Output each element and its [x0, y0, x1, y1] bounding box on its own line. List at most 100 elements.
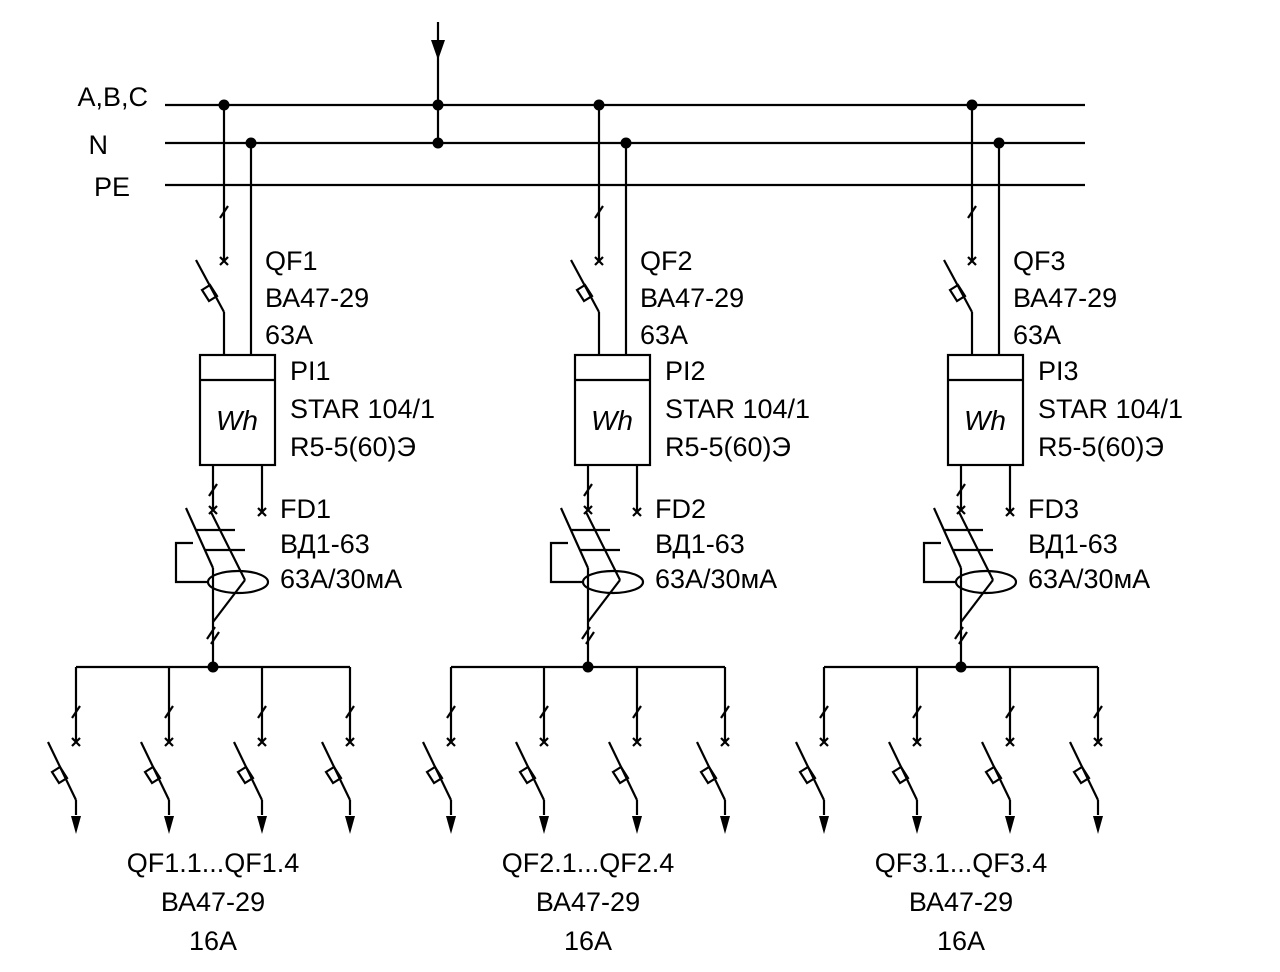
contact-cross — [819, 737, 829, 747]
energy-meter: Wh — [198, 353, 277, 467]
outgoing-breaker-4 — [696, 667, 730, 834]
contact-cross — [1005, 507, 1015, 517]
meter-body — [573, 353, 652, 467]
meter-body — [946, 353, 1025, 467]
breaker-label-0: QF2 — [640, 246, 693, 276]
meter-body — [198, 353, 277, 467]
outgoing-breaker-3 — [233, 667, 267, 834]
rcd-label-1: ВД1-63 — [655, 529, 745, 559]
meter-label-1: STAR 104/1 — [290, 394, 435, 424]
rcd-label-0: FD2 — [655, 494, 706, 524]
outgoing-breaker-1 — [795, 667, 829, 834]
contact-cross — [446, 737, 456, 747]
breaker-release — [575, 283, 594, 303]
outgoing-label-0: QF3.1...QF3.4 — [875, 848, 1048, 878]
outgoing-label-2: 16А — [937, 926, 985, 956]
rcd-blade — [184, 507, 215, 569]
conductor-tick — [210, 631, 220, 645]
outgoing-breaker-4 — [1069, 667, 1103, 834]
contact-cross — [345, 737, 355, 747]
breaker-release — [324, 765, 343, 785]
conductor-tick — [257, 705, 267, 719]
meter-label-0: PI3 — [1038, 356, 1079, 386]
conductor-tick — [956, 483, 966, 497]
rcd-label-1: ВД1-63 — [1028, 529, 1118, 559]
contact-cross — [257, 507, 267, 517]
contact-cross — [257, 737, 267, 747]
outgoing-label-1: ВА47-29 — [536, 887, 640, 917]
contact-cross — [632, 737, 642, 747]
outgoing-breaker-2 — [515, 667, 549, 834]
rcd — [549, 507, 645, 623]
rcd-label-2: 63А/30мА — [280, 564, 402, 594]
conductor-tick — [819, 705, 829, 719]
rcd-blade — [559, 507, 590, 569]
outgoing-breaker-4 — [321, 667, 355, 834]
contact-cross — [1093, 737, 1103, 747]
energy-meter: Wh — [573, 353, 652, 467]
conductor-tick — [958, 631, 968, 645]
conductor-tick — [912, 705, 922, 719]
rcd-output — [960, 579, 994, 623]
conductor-tick — [206, 626, 216, 640]
outgoing-arrow — [71, 816, 81, 834]
meter-symbol: Wh — [591, 405, 633, 436]
outgoing-arrow — [912, 816, 922, 834]
breaker-release — [236, 765, 255, 785]
outgoing-breaker-2 — [888, 667, 922, 834]
conductor-tick — [208, 483, 218, 497]
outgoing-arrow — [1005, 816, 1015, 834]
outgoing-breaker-2 — [140, 667, 174, 834]
outgoing-breaker-3 — [608, 667, 642, 834]
meter-label-0: PI2 — [665, 356, 706, 386]
conductor-tick — [345, 705, 355, 719]
conductor-tick — [583, 483, 593, 497]
rcd-blade — [585, 511, 621, 581]
junction-dot — [432, 137, 444, 149]
breaker-release — [891, 765, 910, 785]
main-breaker — [195, 259, 226, 355]
rcd-output — [587, 579, 621, 623]
rcd-label-2: 63А/30мА — [1028, 564, 1150, 594]
contact-cross — [594, 256, 604, 266]
breaker-label-1: ВА47-29 — [1013, 283, 1117, 313]
breaker-release — [518, 765, 537, 785]
contact-cross — [720, 737, 730, 747]
meter-label-2: R5-5(60)Э — [290, 432, 416, 462]
rcd-blade — [932, 507, 963, 569]
outgoing-label-1: ВА47-29 — [909, 887, 1013, 917]
current-transformer — [206, 569, 270, 595]
rcd-test-loop — [549, 541, 582, 584]
current-transformer — [581, 569, 645, 595]
contact-cross — [912, 737, 922, 747]
supply-feed — [431, 22, 445, 149]
breaker-release — [1072, 765, 1091, 785]
outgoing-arrow — [164, 816, 174, 834]
conductor-tick — [581, 626, 591, 640]
conductor-tick — [539, 705, 549, 719]
main-breaker — [943, 259, 974, 355]
rcd-test-loop — [174, 541, 207, 584]
breaker-release — [948, 283, 967, 303]
outgoing-arrow — [345, 816, 355, 834]
meter-symbol: Wh — [964, 405, 1006, 436]
meter-symbol: Wh — [216, 405, 258, 436]
conductor-tick — [71, 705, 81, 719]
outgoing-label-0: QF1.1...QF1.4 — [127, 848, 300, 878]
current-transformer — [954, 569, 1018, 595]
outgoing-breaker-1 — [47, 667, 81, 834]
breaker-release — [611, 765, 630, 785]
meter-label-2: R5-5(60)Э — [665, 432, 791, 462]
breaker-release — [699, 765, 718, 785]
contact-cross — [164, 737, 174, 747]
meter-label-0: PI1 — [290, 356, 331, 386]
conductor-tick — [632, 705, 642, 719]
outgoing-arrow — [720, 816, 730, 834]
meter-label-1: STAR 104/1 — [1038, 394, 1183, 424]
contact-cross — [539, 737, 549, 747]
rcd-output — [212, 579, 246, 623]
breaker-release — [425, 765, 444, 785]
